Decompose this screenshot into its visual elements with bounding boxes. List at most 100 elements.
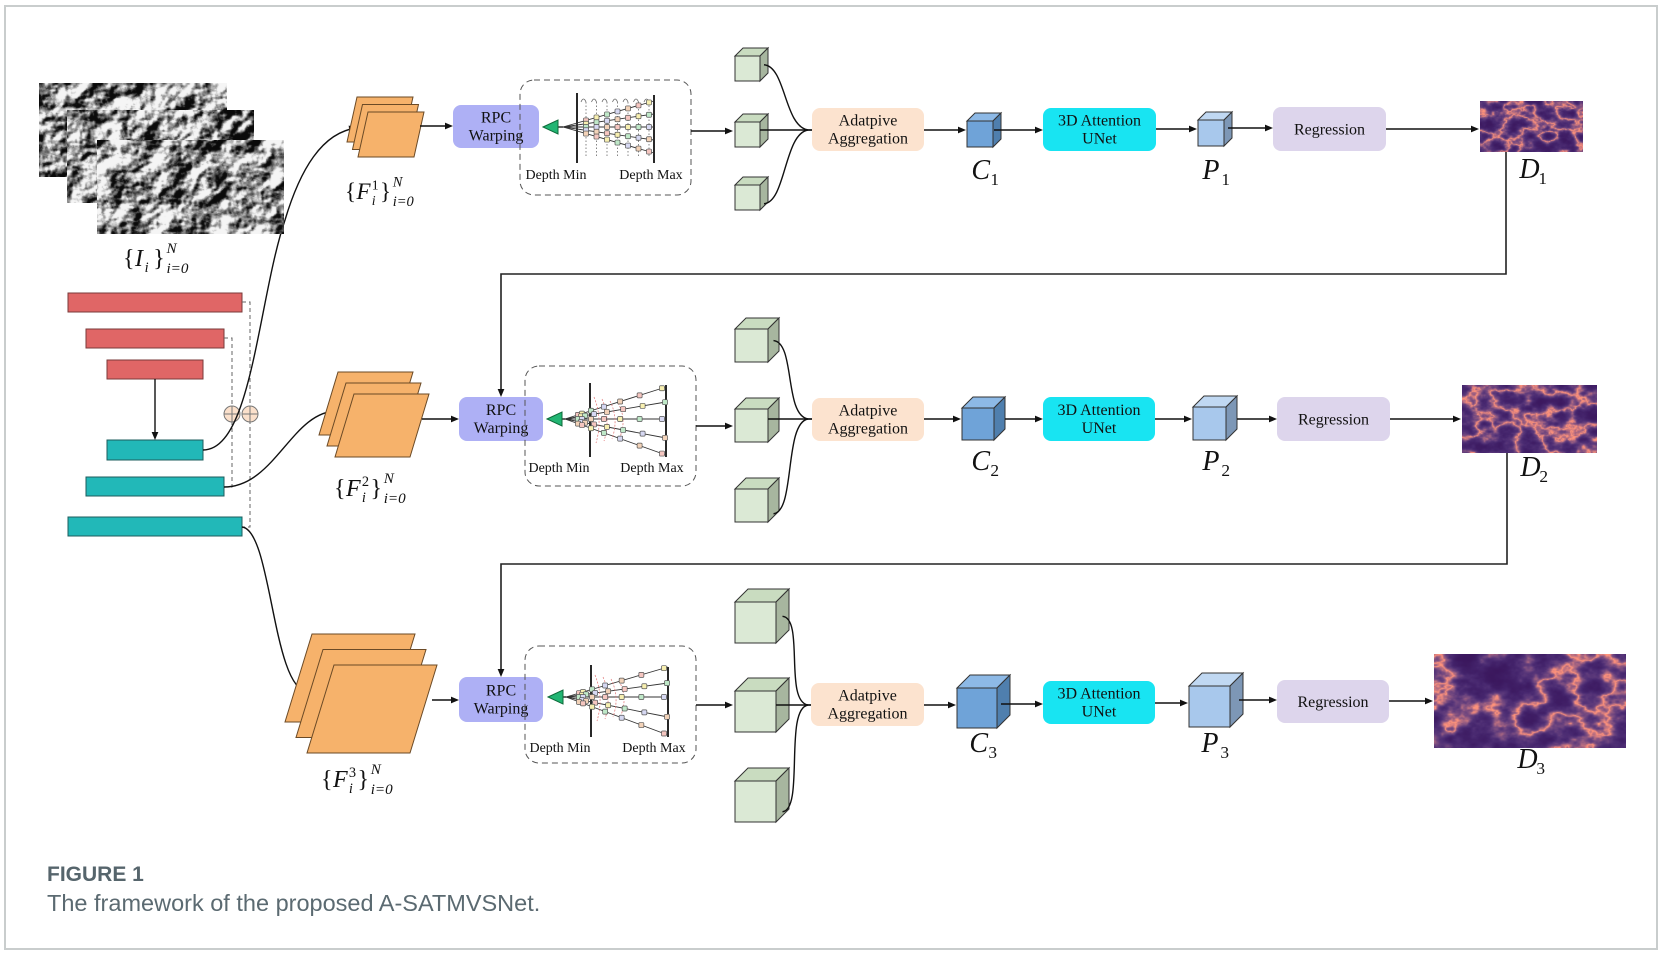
- adaptive-aggregation-block-background: [812, 398, 924, 441]
- depth-sample-node: [659, 450, 665, 457]
- feature-volume-cube: [733, 476, 781, 524]
- upsample-arrow-head: [151, 432, 159, 440]
- feature-volume-cube: [733, 587, 791, 645]
- input-images-label-subscript: i: [145, 260, 149, 276]
- depth-sample-node: [601, 429, 607, 436]
- feature-volume-cube: [733, 396, 781, 444]
- features-to-rpc-arrow: [432, 696, 459, 704]
- regression-to-depth-arrow-head: [1471, 125, 1479, 133]
- cost-volume-label-subscript: 2: [990, 461, 999, 480]
- feature-map-plane: [334, 393, 430, 458]
- attention-unet-block-background: [1043, 681, 1155, 724]
- depth-hypothesis-fan: [546, 665, 670, 737]
- feature-maps-label-close-brace: }: [358, 767, 370, 793]
- depth-1-to-stage-2-connector: [500, 152, 1507, 390]
- features-to-rpc-arrow: [420, 122, 453, 130]
- depth-sampling-frame: [519, 79, 692, 196]
- aggregation-to-cost-volume-arrow: [924, 701, 956, 709]
- depth-sample-node: [604, 424, 610, 430]
- rpc-warping-block-label-line2: Warping: [474, 420, 529, 437]
- adaptive-aggregation-block-background: [812, 108, 924, 151]
- sampling-to-volumes-arrow-head: [725, 701, 733, 709]
- circled-plus-icon: [241, 405, 259, 423]
- cost-volume-cube: [955, 673, 1012, 730]
- depth-sample-node: [589, 703, 595, 710]
- connector-arrow-head: [497, 389, 505, 397]
- feature-map-plane: [357, 111, 425, 158]
- feature-maps-label-superscript: 2: [362, 474, 369, 490]
- volume-merge-curve: [773, 339, 809, 420]
- feature-maps-label-upper-limit: N: [383, 471, 395, 487]
- probability-volume-cube-front-face: [1188, 685, 1231, 728]
- probability-volume-label-symbol: P: [1200, 728, 1218, 759]
- aggregation-to-cost-volume-arrow-head: [953, 415, 961, 423]
- regression-block-background: [1277, 397, 1390, 441]
- sample-offset-curve: [593, 396, 600, 444]
- features-to-rpc-arrow-head: [445, 122, 453, 130]
- pyramid-to-stage-3-features-path: [241, 526, 309, 693]
- depth-sample-node: [625, 124, 631, 130]
- depth-sample-node: [639, 403, 646, 409]
- probability-to-regression-arrow: [1237, 415, 1277, 423]
- aggregation-to-cost-volume-arrow-head: [958, 126, 966, 134]
- depth-sample-node: [614, 116, 621, 123]
- regression-to-depth-arrow: [1390, 415, 1461, 423]
- depth-sample-node: [601, 416, 607, 422]
- feature-volume-cube-front-face: [734, 328, 769, 363]
- sample-offset-curve: [617, 402, 624, 438]
- feature-volume-cube-front-face: [734, 184, 761, 211]
- features-to-rpc-arrow-head: [451, 696, 459, 704]
- cost-volume-label-subscript: 1: [990, 170, 999, 189]
- depth-sample-node: [641, 709, 648, 716]
- depth-sample-node: [638, 694, 645, 700]
- sample-offset-curve: [618, 680, 625, 716]
- plane-wave-mark: [580, 98, 587, 103]
- cost-volume-label-symbol: C: [969, 728, 988, 759]
- depth-sample-node: [591, 411, 597, 417]
- depth-sample-node: [636, 442, 643, 449]
- rpc-warping-block-label-line1: RPC: [486, 402, 516, 419]
- depth-sample-node: [661, 665, 667, 672]
- feature-volume-cube-front-face: [734, 780, 777, 823]
- regression-block: Regression: [1273, 107, 1386, 151]
- depth-sample-node: [583, 130, 589, 137]
- feature-volumes: [733, 587, 811, 824]
- feature-maps-label-symbol: F: [332, 767, 348, 793]
- rpc-warping-block-label-line1: RPC: [486, 683, 516, 700]
- volume-merge-curve: [782, 615, 809, 706]
- feature-volume-cube-front-face: [734, 601, 777, 644]
- feature-volume-cube-front-face: [734, 690, 777, 733]
- depth-map-image-3: [1434, 654, 1626, 748]
- regression-block-label: Regression: [1298, 412, 1369, 429]
- figure-caption: The framework of the proposed A-SATMVSNe…: [47, 890, 541, 916]
- depth-sample-node: [617, 416, 624, 422]
- regression-to-depth-arrow-head: [1453, 415, 1461, 423]
- unet-to-probability-arrow: [1155, 699, 1188, 707]
- depth-map-label-symbol: D: [1518, 154, 1539, 185]
- depth-map-label: D1: [1518, 154, 1547, 188]
- feature-maps: [318, 371, 430, 458]
- cost-volume-to-unet-arrow-head: [1035, 126, 1043, 134]
- depth-sample-node: [580, 700, 586, 707]
- aggregation-to-cost-volume-arrow-head: [948, 701, 956, 709]
- depth-hypothesis-fan: [541, 93, 655, 163]
- adaptive-aggregation-block-label-line1: Adatpive: [839, 403, 898, 420]
- feature-volume-cube: [733, 316, 781, 364]
- adaptive-aggregation-block-background: [811, 683, 924, 726]
